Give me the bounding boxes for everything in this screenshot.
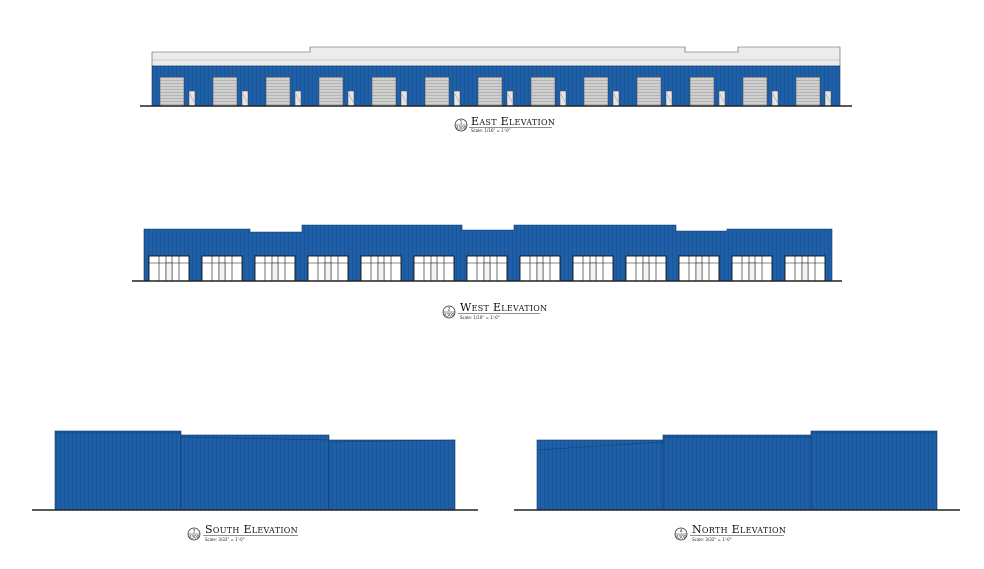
north-wall-left bbox=[536, 439, 664, 511]
overhead-door bbox=[265, 76, 291, 107]
man-door bbox=[771, 90, 779, 107]
man-door-glazing bbox=[189, 93, 195, 103]
man-door-glazing bbox=[507, 93, 513, 103]
west-elevation-drawing bbox=[132, 224, 842, 282]
south-title: South Elevation bbox=[205, 523, 298, 536]
south-tag-sheet: A300 bbox=[189, 535, 200, 540]
east-tag-sheet: A300 bbox=[456, 126, 467, 131]
storefront-door bbox=[324, 262, 332, 282]
storefront-door bbox=[642, 262, 650, 282]
overhead-door bbox=[371, 76, 397, 107]
storefront-door bbox=[377, 262, 385, 282]
overhead-door bbox=[636, 76, 662, 107]
overhead-door bbox=[477, 76, 503, 107]
man-door-glazing bbox=[454, 93, 460, 103]
south-elevation-drawing bbox=[32, 430, 478, 511]
man-door-glazing bbox=[295, 93, 301, 103]
man-door bbox=[824, 90, 832, 107]
overhead-door bbox=[530, 76, 556, 107]
storefront-door bbox=[748, 262, 756, 282]
overhead-door bbox=[742, 76, 768, 107]
east-door-row bbox=[159, 76, 832, 107]
west-tag-sheet: A300 bbox=[444, 313, 455, 318]
man-door bbox=[665, 90, 673, 107]
south-wall-center bbox=[180, 434, 330, 511]
overhead-door bbox=[318, 76, 344, 107]
east-elevation-drawing bbox=[140, 46, 852, 107]
west-title-block: 2 A300 West Elevation Scale: 1/16" = 1'-… bbox=[442, 301, 547, 320]
east-tag-number: 1 bbox=[460, 120, 463, 125]
north-tag-sheet: A300 bbox=[676, 535, 687, 540]
man-door bbox=[506, 90, 514, 107]
man-door bbox=[347, 90, 355, 107]
north-wall-right bbox=[810, 430, 938, 511]
man-door-glazing bbox=[666, 93, 672, 103]
east-parapet bbox=[151, 46, 841, 67]
east-scale: Scale: 1/16" = 1'-0" bbox=[471, 128, 511, 133]
storefront-door bbox=[271, 262, 279, 282]
south-wall-left bbox=[54, 430, 182, 511]
storefront-door bbox=[695, 262, 703, 282]
man-door-glazing bbox=[613, 93, 619, 103]
storefront-door bbox=[589, 262, 597, 282]
man-door-glazing bbox=[560, 93, 566, 103]
overhead-door bbox=[583, 76, 609, 107]
east-title: East Elevation bbox=[471, 115, 555, 128]
north-wall-center bbox=[662, 434, 812, 511]
storefront-door bbox=[165, 262, 173, 282]
south-scale: Scale: 3/32" = 1'-0" bbox=[205, 537, 245, 542]
north-title: North Elevation bbox=[692, 523, 786, 536]
storefront-door bbox=[483, 262, 491, 282]
west-tag-number: 2 bbox=[448, 307, 451, 312]
west-title: West Elevation bbox=[460, 301, 547, 314]
man-door bbox=[718, 90, 726, 107]
west-scale: Scale: 1/16" = 1'-0" bbox=[460, 315, 500, 320]
south-wall-right bbox=[328, 439, 456, 511]
man-door bbox=[188, 90, 196, 107]
north-scale: Scale: 3/32" = 1'-0" bbox=[692, 537, 732, 542]
east-title-block: 1 A300 East Elevation Scale: 1/16" = 1'-… bbox=[454, 115, 555, 133]
man-door bbox=[241, 90, 249, 107]
man-door-glazing bbox=[772, 93, 778, 103]
west-storefront-row bbox=[148, 255, 826, 282]
man-door-glazing bbox=[401, 93, 407, 103]
north-tag-number: 4 bbox=[680, 529, 683, 534]
man-door bbox=[453, 90, 461, 107]
overhead-door bbox=[212, 76, 238, 107]
man-door bbox=[559, 90, 567, 107]
man-door-glazing bbox=[348, 93, 354, 103]
man-door-glazing bbox=[825, 93, 831, 103]
overhead-door bbox=[424, 76, 450, 107]
man-door bbox=[612, 90, 620, 107]
overhead-door bbox=[795, 76, 821, 107]
man-door bbox=[294, 90, 302, 107]
man-door-glazing bbox=[242, 93, 248, 103]
storefront-door bbox=[218, 262, 226, 282]
overhead-door bbox=[159, 76, 185, 107]
man-door-glazing bbox=[719, 93, 725, 103]
north-elevation-drawing bbox=[514, 430, 960, 511]
storefront-door bbox=[536, 262, 544, 282]
overhead-door bbox=[689, 76, 715, 107]
south-title-block: 3 A300 South Elevation Scale: 3/32" = 1'… bbox=[187, 523, 298, 542]
storefront-door bbox=[430, 262, 438, 282]
storefront-door bbox=[801, 262, 809, 282]
south-tag-number: 3 bbox=[193, 529, 196, 534]
north-title-block: 4 A300 North Elevation Scale: 3/32" = 1'… bbox=[674, 523, 786, 542]
man-door bbox=[400, 90, 408, 107]
